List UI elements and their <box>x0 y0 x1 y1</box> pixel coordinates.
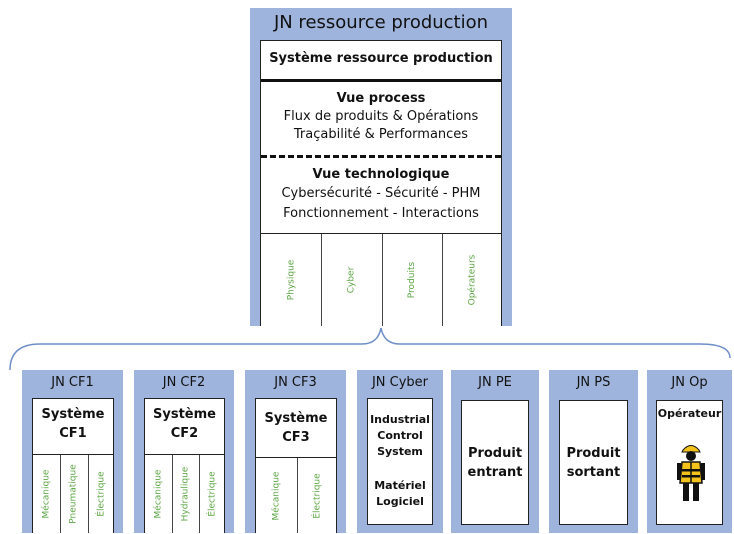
tech-heading: Vue technologique <box>312 167 450 182</box>
column-label: Électrique <box>96 471 107 517</box>
pe-line1: Produit <box>467 446 523 461</box>
node-cyber-title: JN Cyber <box>371 375 429 390</box>
cf2-column-hydraulique: Hydraulique <box>172 455 200 533</box>
cf1-system-line2: CF1 <box>59 426 87 441</box>
column-operateurs: Opérateurs <box>442 234 503 326</box>
process-line1: Flux de produits & Opérations <box>283 109 479 124</box>
cf2-system-line1: Système <box>153 407 216 422</box>
column-label: Produits <box>406 261 417 299</box>
main-system-label: Système ressource production <box>269 51 493 66</box>
column-cyber: Cyber <box>321 234 383 326</box>
node-cf3: JN CF3 Système CF3 Mécanique Électrique <box>245 370 346 533</box>
cf3-column-mecanique: Mécanique <box>256 458 298 533</box>
cyber-line3: System <box>377 445 423 458</box>
cyber-line5: Logiciel <box>376 495 424 508</box>
cf3-system-line2: CF3 <box>282 430 310 445</box>
node-cf1-title: JN CF1 <box>51 375 94 390</box>
cf3-column-electrique: Électrique <box>297 458 338 533</box>
node-pe-title: JN PE <box>478 375 512 390</box>
column-produits: Produits <box>382 234 443 326</box>
column-label: Électrique <box>312 472 323 519</box>
column-label: Opérateurs <box>467 254 478 306</box>
cf1-column-mecanique: Mécanique <box>33 455 61 533</box>
node-op-body: Opérateur <box>656 400 723 525</box>
separator-solid <box>261 79 501 82</box>
column-label: Mécanique <box>271 471 282 520</box>
cf2-system-line2: CF2 <box>170 426 199 441</box>
node-cyber: JN Cyber Industrial Control System Matér… <box>357 370 443 533</box>
cf1-column-pneumatique: Pneumatique <box>60 455 89 533</box>
node-ps-body: Produit sortant <box>559 400 628 525</box>
node-cf3-title: JN CF3 <box>274 375 317 390</box>
ps-line2: sortant <box>566 465 621 480</box>
cf1-column-strip: Mécanique Pneumatique Électrique <box>33 454 113 533</box>
node-cf2-body: Système CF2 Mécanique Hydraulique Électr… <box>144 398 225 533</box>
node-cyber-body: Industrial Control System Matériel Logic… <box>367 398 433 525</box>
node-pe-body: Produit entrant <box>461 400 529 525</box>
node-pe: JN PE Produit entrant <box>451 370 539 533</box>
main-node: JN ressource production Système ressourc… <box>250 8 512 326</box>
node-ps-title: JN PS <box>576 375 611 390</box>
column-label: Mécanique <box>41 469 52 519</box>
column-label: Physique <box>285 259 296 301</box>
node-cf2: JN CF2 Système CF2 Mécanique Hydraulique… <box>134 370 234 533</box>
cf2-column-mecanique: Mécanique <box>145 455 173 533</box>
node-ps: JN PS Produit sortant <box>549 370 638 533</box>
column-label: Mécanique <box>153 469 164 519</box>
node-op-title: JN Op <box>671 375 708 390</box>
cyber-line1: Industrial <box>370 413 430 426</box>
cf1-column-electrique: Électrique <box>88 455 115 533</box>
process-line2: Traçabilité & Performances <box>293 127 469 142</box>
cyber-line2: Control <box>377 429 423 442</box>
cf2-column-strip: Mécanique Hydraulique Électrique <box>145 454 224 533</box>
cyber-line4: Matériel <box>374 479 426 492</box>
cf2-column-electrique: Électrique <box>199 455 226 533</box>
column-label: Pneumatique <box>69 464 80 524</box>
curly-brace <box>9 327 731 371</box>
process-heading: Vue process <box>336 91 426 106</box>
column-strip: Physique Cyber Produits Opérateurs <box>261 233 501 326</box>
column-label: Cyber <box>346 266 357 294</box>
separator-dashed <box>261 155 501 158</box>
node-cf3-body: Système CF3 Mécanique Électrique <box>255 398 337 533</box>
column-label: Hydraulique <box>180 466 191 522</box>
tech-line1: Cybersécurité - Sécurité - PHM <box>281 186 481 201</box>
node-cf1: JN CF1 Système CF1 Mécanique Pneumatique… <box>22 370 123 533</box>
worker-icon <box>677 445 705 501</box>
cf3-system-line1: Système <box>264 411 328 426</box>
node-op: JN Op Opérateur <box>647 370 732 533</box>
cf3-column-strip: Mécanique Électrique <box>256 457 336 533</box>
node-cf2-title: JN CF2 <box>162 375 206 390</box>
column-label: Électrique <box>207 471 218 517</box>
main-node-title: JN ressource production <box>273 12 489 33</box>
tech-line2: Fonctionnement - Interactions <box>283 206 479 221</box>
pe-line2: entrant <box>467 465 523 480</box>
cf1-system-line1: Système <box>41 407 105 422</box>
ps-line1: Produit <box>566 446 621 461</box>
main-node-body: Système ressource production Vue process… <box>260 40 502 326</box>
op-label: Opérateur <box>657 407 722 420</box>
column-physique: Physique <box>261 234 322 326</box>
node-cf1-body: Système CF1 Mécanique Pneumatique Électr… <box>32 398 114 533</box>
